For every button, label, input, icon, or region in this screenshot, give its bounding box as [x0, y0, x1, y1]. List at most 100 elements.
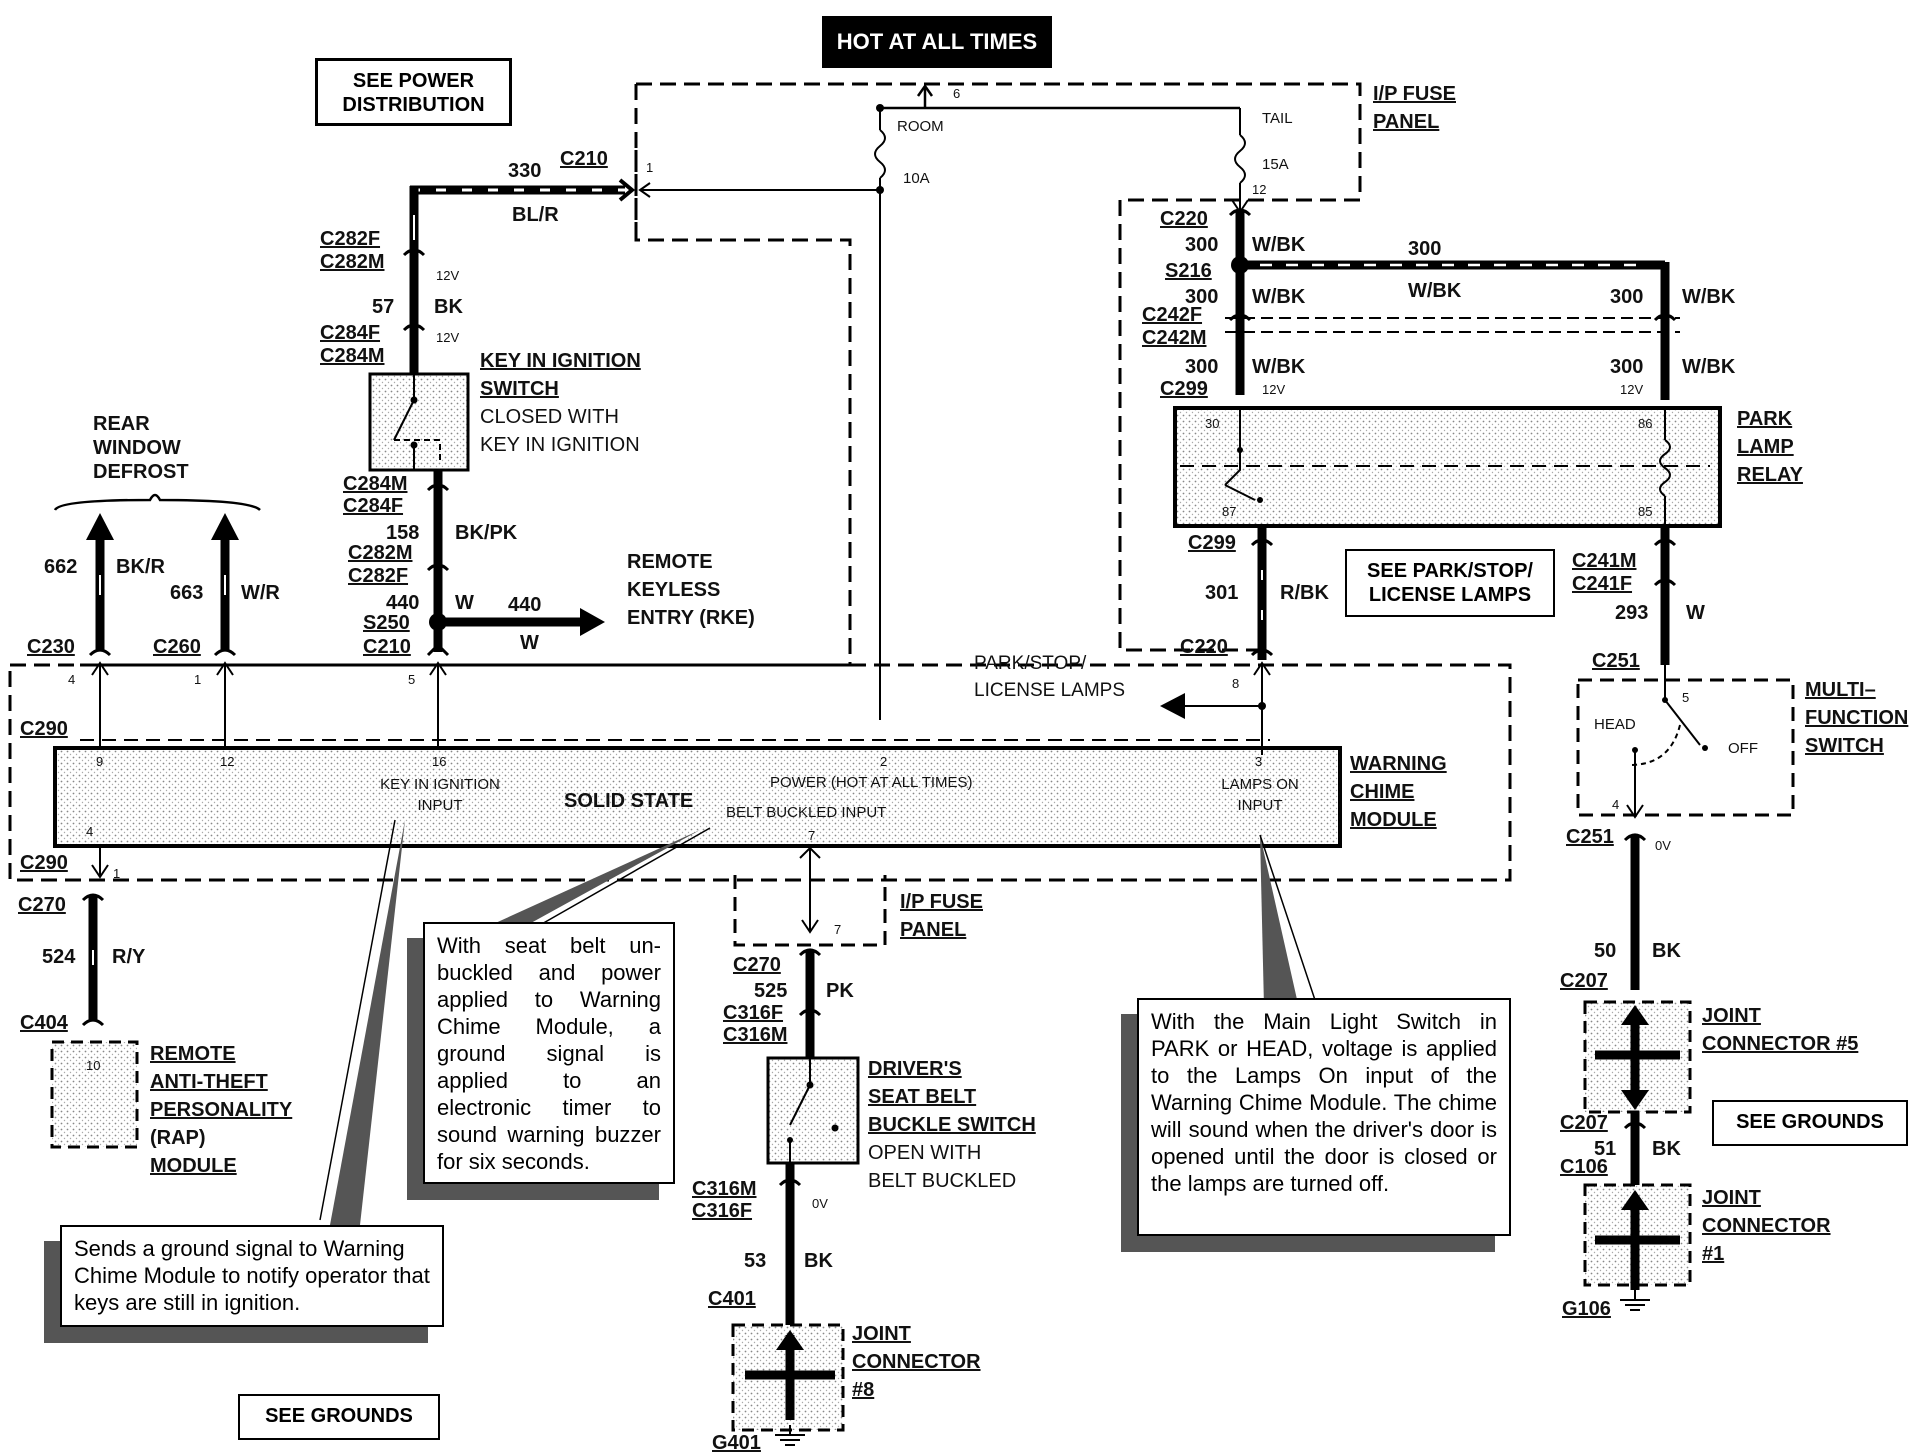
wire-wbk-f: W/BK	[1682, 356, 1736, 378]
rke-line2: KEYLESS	[627, 579, 721, 601]
jc1-line1: JOINT	[1702, 1187, 1761, 1209]
connector-c316m-top: C316M	[723, 1024, 788, 1046]
wire-50-label: 50	[1594, 940, 1617, 962]
connector-c404: C404	[20, 1012, 68, 1034]
park-stop-line2: LICENSE LAMPS	[974, 680, 1125, 701]
mfs-pin-4: 4	[1612, 797, 1620, 812]
see-park-stop-box[interactable]: SEE PARK/STOP/ LICENSE LAMPS	[1345, 549, 1555, 617]
lamps-input-line2: INPUT	[1237, 797, 1283, 814]
relay-title-3: RELAY	[1737, 464, 1803, 486]
ground-g106: G106	[1562, 1298, 1611, 1320]
room-fuse-symbol	[874, 129, 886, 179]
belt-switch-sub-2: BELT BUCKLED	[868, 1170, 1017, 1192]
lamps-input-line1: LAMPS ON	[1221, 776, 1299, 793]
connector-c282f-low: C282F	[348, 565, 409, 587]
fuse-panel-low-title: I/P FUSE PANEL	[900, 888, 983, 944]
pin-module-12: 12	[220, 754, 235, 769]
fuse-pin-left: 1	[646, 160, 654, 175]
fuse-room-amp: 10A	[903, 170, 930, 187]
belt-input-label: BELT BUCKLED INPUT	[726, 804, 887, 821]
wire-bkr-label: BK/R	[116, 556, 165, 578]
voltage-12v-relay-left: 12V	[1262, 382, 1286, 397]
multi-function-switch-title: MULTI– FUNCTION SWITCH	[1805, 676, 1908, 760]
connector-c241f: C241F	[1572, 573, 1633, 595]
fuse-low-line1: I/P FUSE	[900, 891, 983, 913]
rap-line4: (RAP)	[150, 1127, 206, 1149]
fuse-tail-amp: 15A	[1262, 156, 1289, 173]
wire-440b-label: 440	[508, 594, 542, 616]
pin-c260-1: 1	[194, 672, 202, 687]
rke-label: REMOTE KEYLESS ENTRY (RKE)	[627, 548, 755, 632]
rear-defrost-line3: DEFROST	[93, 461, 189, 483]
connector-c290-low: C290	[20, 852, 68, 874]
fuse-panel-title-line2: PANEL	[1373, 111, 1440, 133]
wire-ry-label: R/Y	[112, 946, 146, 968]
belt-switch-title-1: DRIVER'S	[868, 1058, 962, 1080]
mfs-off-label: OFF	[1728, 740, 1758, 757]
relay-pin-85: 85	[1638, 504, 1653, 519]
rap-line5: MODULE	[150, 1155, 237, 1177]
tail-fuse-symbol	[1234, 134, 1246, 184]
relay-pin-87: 87	[1222, 504, 1237, 519]
wire-bk-53-label: BK	[804, 1250, 833, 1272]
wire-wr-label: W/R	[241, 582, 280, 604]
fuse-pin-right: 12	[1252, 182, 1267, 197]
key-input-line2: INPUT	[417, 797, 463, 814]
connector-c316f-low: C316F	[692, 1200, 753, 1222]
relay-title-2: LAMP	[1737, 436, 1794, 458]
wire-bk-50-label: BK	[1652, 940, 1681, 962]
wire-wbk-a: W/BK	[1252, 234, 1306, 256]
pin-module-7: 7	[808, 828, 816, 843]
wire-pk-label: PK	[826, 980, 854, 1002]
voltage-0v-right: 0V	[1655, 838, 1671, 853]
key-switch-sub-1: CLOSED WITH	[480, 406, 619, 428]
relay-title-1: PARK	[1737, 408, 1793, 430]
jc8-line2: CONNECTOR	[852, 1351, 981, 1373]
see-park-line2: LICENSE LAMPS	[1368, 584, 1532, 606]
see-grounds-left-box[interactable]: SEE GROUNDS	[238, 1394, 440, 1440]
module-outer-dashed	[8, 663, 1512, 882]
see-grounds-right-box[interactable]: SEE GROUNDS	[1712, 1100, 1908, 1146]
mfs-head-label: HEAD	[1594, 716, 1636, 733]
wire-525-label: 525	[754, 980, 788, 1002]
hot-at-all-times-label: HOT AT ALL TIMES	[822, 16, 1052, 68]
module-title-2: CHIME	[1350, 781, 1415, 803]
wire-524-label: 524	[42, 946, 76, 968]
wire-bk-label: BK	[434, 296, 463, 318]
wire-w-right-label: W	[1686, 602, 1705, 624]
splice-s250	[429, 613, 447, 631]
connector-c316m-low: C316M	[692, 1178, 757, 1200]
keys-in-ignition-note: Sends a ground signal to Warning Chime M…	[60, 1225, 444, 1327]
fuse-tail-label: TAIL	[1262, 110, 1293, 127]
rear-defrost-label: REAR WINDOW DEFROST	[93, 412, 189, 484]
connector-c207-low: C207	[1560, 1112, 1608, 1134]
key-switch-title-2: SWITCH	[480, 378, 559, 400]
fuse-panel-title-line1: I/P FUSE	[1373, 83, 1456, 105]
wire-663-label: 663	[170, 582, 204, 604]
relay-coil	[1659, 439, 1671, 497]
connector-c270-left: C270	[18, 894, 66, 916]
fuse-pin-top: 6	[953, 86, 961, 101]
see-power-distribution-box[interactable]: SEE POWER DISTRIBUTION	[315, 58, 512, 126]
seat-belt-note: With seat belt un-buckled and power appl…	[423, 922, 675, 1184]
connector-c401: C401	[708, 1288, 756, 1310]
rear-defrost-line1: REAR	[93, 413, 150, 435]
wire-51-label: 51	[1594, 1138, 1617, 1160]
connector-c282m-low: C282M	[348, 542, 413, 564]
fuse-room-label: ROOM	[897, 118, 944, 135]
jc1-line3: #1	[1702, 1243, 1725, 1265]
mfs-title-2: FUNCTION	[1805, 707, 1909, 729]
key-input-line1: KEY IN IGNITION	[380, 776, 500, 793]
connector-c282f-top: C282F	[320, 228, 381, 250]
key-switch-box	[368, 372, 470, 472]
pin-c220-8: 8	[1232, 676, 1240, 691]
multi-function-switch-box	[1576, 678, 1795, 817]
connector-c284f-low: C284F	[343, 495, 404, 517]
main-light-switch-note: With the Main Light Switch in PARK or HE…	[1137, 998, 1511, 1236]
joint-connector-5-label: JOINT CONNECTOR #5	[1702, 1002, 1858, 1058]
wire-300-c: 300	[1185, 286, 1219, 308]
connector-c284f-top: C284F	[320, 322, 381, 344]
fuse-low-pin-7: 7	[834, 922, 842, 937]
rap-line3: PERSONALITY	[150, 1099, 293, 1121]
power-box-line2: DISTRIBUTION	[342, 94, 485, 116]
